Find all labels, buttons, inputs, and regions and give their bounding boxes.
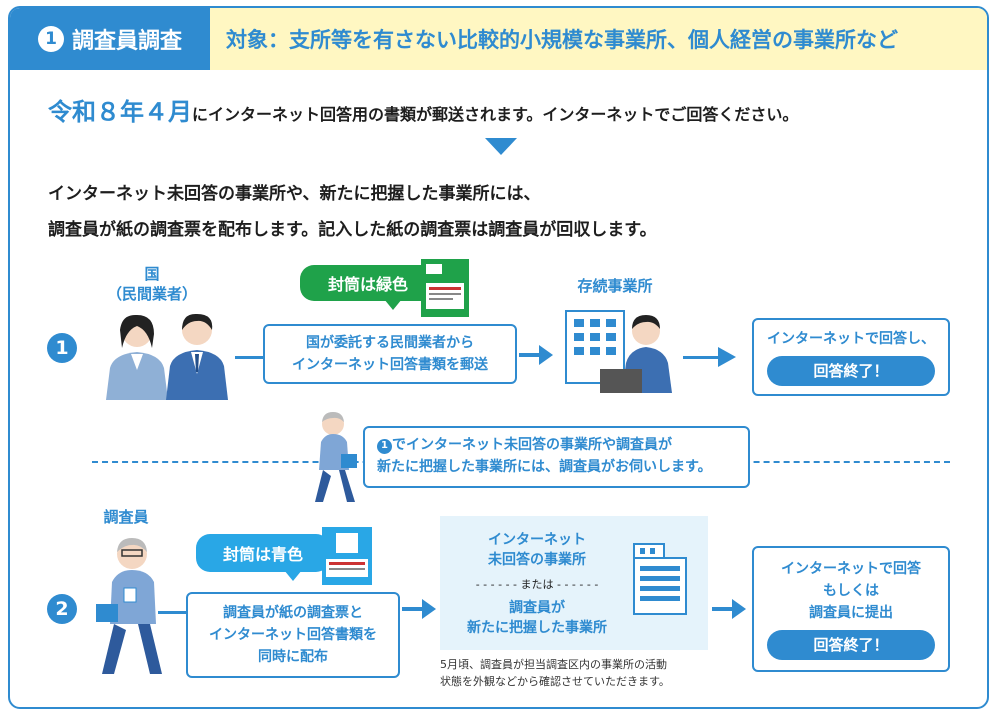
government-staff-icon bbox=[106, 313, 228, 400]
blue-envelope-badge: 封筒は青色 bbox=[196, 534, 330, 572]
note-text-1: でインターネット未回答の事業所や調査員が bbox=[392, 437, 672, 453]
target-unanswered: インターネット 未回答の事業所 bbox=[452, 530, 622, 570]
or-text: または bbox=[520, 578, 554, 591]
target-label: 存続事業所 bbox=[577, 277, 653, 295]
header-title-block: 1 調査員調査 bbox=[10, 8, 210, 70]
intro-text: にインターネット回答用の書類が郵送されます。インターネットでご回答ください。 bbox=[192, 105, 799, 124]
target-line-1: インターネット bbox=[488, 532, 586, 548]
result-box-2: インターネットで回答 もしくは 調査員に提出 回答終了！ bbox=[752, 546, 950, 672]
arrow-right-icon bbox=[402, 599, 436, 619]
mail-description-box: 国が委託する民間業者から インターネット回答書類を郵送 bbox=[263, 324, 517, 384]
distribute-line-2: インターネット回答書類を bbox=[209, 627, 377, 643]
step-2-badge: 2 bbox=[47, 594, 77, 624]
green-envelope-badge: 封筒は緑色 bbox=[300, 265, 436, 301]
explanation-paragraph: インターネット未回答の事業所や、新たに把握した事業所には、 調査員が紙の調査票を… bbox=[48, 176, 657, 248]
footnote-line-1: 5月頃、調査員が担当調査区内の事業所の活動 bbox=[440, 658, 667, 671]
step-1-badge: 1 bbox=[47, 333, 77, 363]
explanation-line-2: 調査員が紙の調査票を配布します。記入した紙の調査票は調査員が回収します。 bbox=[48, 220, 657, 240]
result2-line-3: 調査員に提出 bbox=[809, 605, 893, 621]
sender-line-2: （民間業者） bbox=[106, 285, 197, 303]
blue-envelope-icon bbox=[322, 527, 372, 585]
distribute-line-1: 調査員が紙の調査票と bbox=[223, 605, 363, 621]
result-box-1: インターネットで回答し、 回答終了！ bbox=[752, 318, 950, 396]
activity-footnote: 5月頃、調査員が担当調査区内の事業所の活動 状態を外観などから確認させていただき… bbox=[440, 656, 730, 690]
connector-line bbox=[683, 356, 723, 359]
investigator-label: 調査員 bbox=[103, 508, 149, 526]
distribute-line-3: 同時に配布 bbox=[258, 649, 328, 665]
or-divider: - - - - - - または - - - - - - bbox=[475, 578, 599, 591]
intro-line: 令和８年４月にインターネット回答用の書類が郵送されます。インターネットでご回答く… bbox=[48, 92, 798, 127]
callout-tail-icon bbox=[284, 570, 302, 581]
answer-complete-button: 回答終了！ bbox=[767, 630, 935, 660]
header-number-badge: 1 bbox=[37, 26, 64, 52]
sender-label: 国 （民間業者） bbox=[102, 264, 202, 304]
mail-line-2: インターネット回答書類を郵送 bbox=[292, 357, 488, 373]
arrow-right-icon bbox=[519, 345, 553, 365]
explanation-line-1: インターネット未回答の事業所や、新たに把握した事業所には、 bbox=[48, 184, 541, 204]
answer-complete-button: 回答終了！ bbox=[767, 356, 935, 386]
outer-frame bbox=[8, 6, 989, 709]
mail-line-1: 国が委託する民間業者から bbox=[306, 335, 474, 351]
sender-line-1: 国 bbox=[144, 265, 160, 283]
office-building-icon bbox=[633, 543, 687, 615]
intro-date: 令和８年４月 bbox=[48, 98, 192, 126]
note-text-2: 新たに把握した事業所には、調査員がお伺いします。 bbox=[377, 459, 712, 475]
business-office-icon bbox=[565, 310, 672, 393]
header-subtitle: 対象：支所等を有さない比較的小規模な事業所、個人経営の事業所など bbox=[210, 8, 987, 70]
target-line-2: 未回答の事業所 bbox=[488, 552, 586, 568]
result2-line-2: もしくは bbox=[823, 583, 879, 599]
header-title: 調査員調査 bbox=[71, 29, 182, 54]
result-text-1: インターネットで回答し、 bbox=[767, 331, 935, 347]
result2-line-1: インターネットで回答 bbox=[781, 561, 921, 577]
investigator-walking-icon bbox=[315, 412, 357, 502]
arrow-right-icon bbox=[712, 599, 746, 619]
note-step-badge: 1 bbox=[377, 438, 392, 454]
callout-tail-icon bbox=[384, 299, 402, 310]
investigator-icon bbox=[96, 538, 162, 674]
distribute-description-box: 調査員が紙の調査票と インターネット回答書類を 同時に配布 bbox=[186, 592, 400, 678]
connector-line bbox=[158, 611, 186, 614]
down-arrow-icon bbox=[485, 138, 517, 155]
target-newly-found: 調査員が 新たに把握した事業所 bbox=[452, 598, 622, 638]
connector-line bbox=[235, 356, 263, 359]
arrow-right-icon bbox=[718, 347, 736, 367]
footnote-line-2: 状態を外観などから確認させていただきます。 bbox=[440, 675, 670, 688]
green-envelope-icon bbox=[421, 259, 469, 317]
target-line-3: 調査員が bbox=[509, 600, 565, 616]
target-line-4: 新たに把握した事業所 bbox=[467, 620, 607, 636]
